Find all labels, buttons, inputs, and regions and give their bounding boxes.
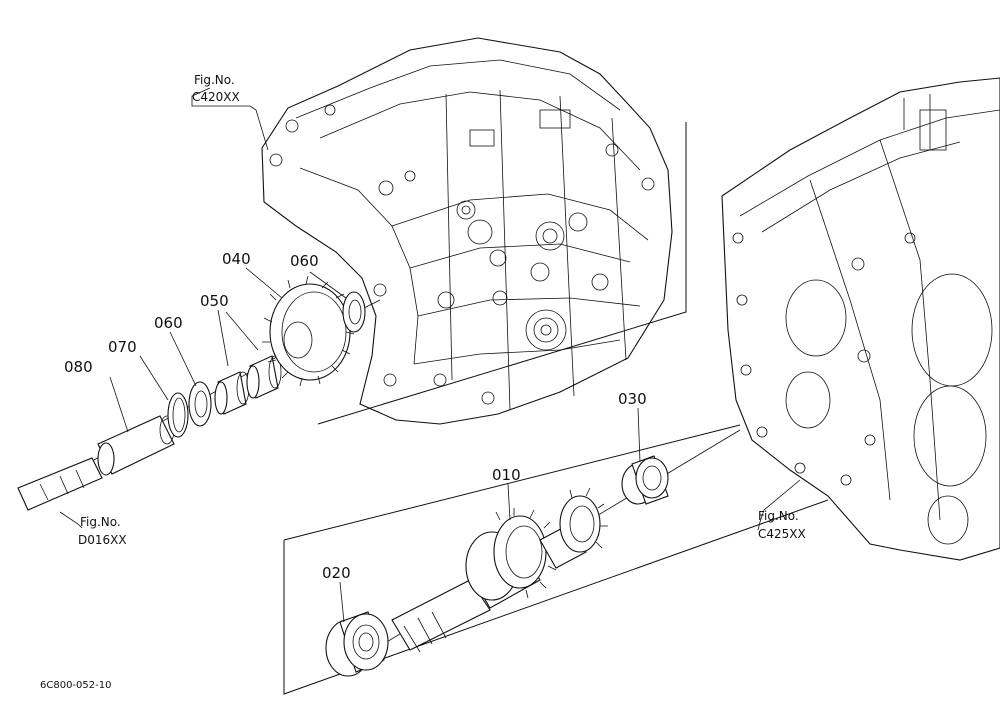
input-shaft-stub: [17, 457, 103, 511]
fig-ref-right-line1: Fig.No.: [758, 509, 799, 523]
right-transmission-case: [721, 77, 1000, 561]
part-label-070: 070: [108, 338, 137, 356]
drawing-code: 6C800-052-10: [40, 680, 111, 691]
part-label-010: 010: [492, 466, 521, 484]
part-010-gear-shaft: [391, 487, 608, 653]
part-label-020: 020: [322, 564, 351, 582]
leader-lines: [59, 87, 801, 623]
part-040-gear: [262, 275, 355, 387]
fig-ref-left-line1: Fig.No.: [80, 515, 121, 529]
part-label-040: 040: [222, 250, 251, 268]
part-label-080: 080: [64, 358, 93, 376]
part-020-bearing: [325, 611, 389, 677]
fig-ref-right-line2: C425XX: [758, 527, 806, 541]
part-060-washer-left: [188, 381, 212, 427]
part-label-030: 030: [618, 390, 647, 408]
part-label-050: 050: [200, 292, 229, 310]
fig-ref-top-line2: C420XX: [192, 90, 240, 104]
part-050-needle-bearings: [214, 355, 282, 415]
part-label-060-right: 060: [290, 252, 319, 270]
upper-transmission-case: [261, 37, 673, 425]
part-label-060-left: 060: [154, 314, 183, 332]
part-080-sleeve: [97, 415, 175, 476]
part-070-circlip: [167, 392, 189, 438]
part-030-bearing: [621, 455, 669, 505]
part-060-washer-right: [342, 291, 366, 333]
explode-boundary-lines: [283, 122, 829, 695]
fig-ref-top-line1: Fig.No.: [194, 73, 235, 87]
fig-ref-left-line2: D016XX: [78, 533, 127, 547]
